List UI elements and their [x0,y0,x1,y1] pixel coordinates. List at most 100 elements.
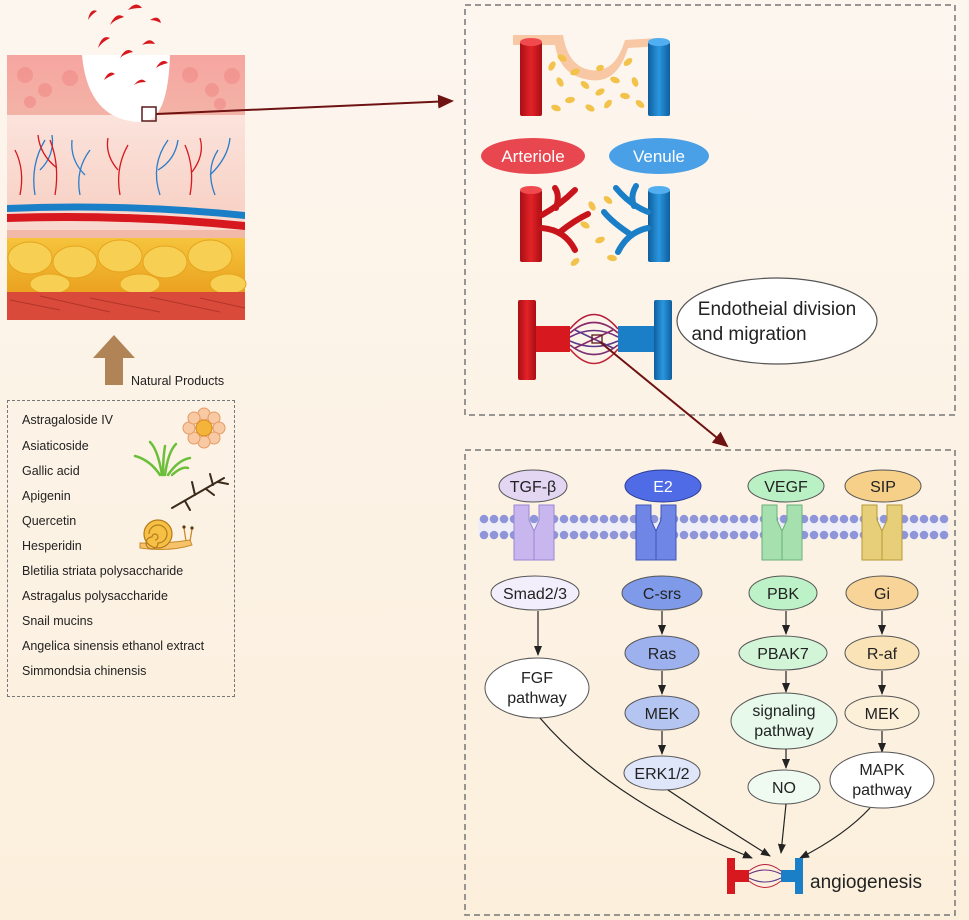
node-no [747,769,821,805]
membrane-bead [839,530,849,540]
membrane-bead [829,514,839,524]
node-fgf [484,657,590,719]
node-pbak7-label: PBAK7 [757,646,809,663]
membrane-bead [479,530,489,540]
membrane-bead [849,530,859,540]
node-smad-label: Smad2/3 [503,586,567,603]
node-fgf-line1: FGF [521,670,553,687]
membrane-bead [579,530,589,540]
membrane-bead [909,514,919,524]
node-mapk [829,751,935,809]
membrane-bead [709,514,719,524]
angiogenesis-icon [727,858,803,894]
membrane-bead [739,514,749,524]
list-item: Gallic acid [22,464,80,478]
ligand-tgf: TGF-β [510,479,557,496]
membrane-bead [489,514,499,524]
arrow-no-to-angiogenesis [777,803,787,854]
node-erk [623,755,701,791]
skin-wound-illustration [7,4,247,320]
node-pbk [748,575,818,611]
list-item: Asiaticoside [22,439,89,453]
receptor-sip [861,504,903,561]
list-item: Apigenin [22,489,71,503]
membrane-bead [809,514,819,524]
venule-label-pill [609,138,709,174]
membrane-bead [609,530,619,540]
membrane-bead [819,530,829,540]
list-item: Bletilia striata polysaccharide [22,564,184,578]
arrow-fgf-to-angiogenesis [539,717,753,859]
receptor-vegf [761,504,803,561]
node-gi [845,575,919,611]
membrane-bead [529,514,539,524]
arteriole-label: Arteriole [501,147,564,166]
node-mapk-line1: MAPK [859,762,905,779]
node-pbk-label: PBK [767,586,799,603]
membrane-bead [849,514,859,524]
membrane-bead [689,530,699,540]
list-item: Snail mucins [22,614,93,628]
vessel-wound-illustration [513,35,670,116]
node-ras [624,635,700,671]
endothelial-label-line2: and migration [691,324,806,345]
membrane-bead [599,530,609,540]
node-signaling [730,692,838,750]
list-item: Hesperidin [22,539,82,553]
sprouting-vessels-illustration [520,183,670,266]
membrane-bead [589,514,599,524]
membrane-bead [919,514,929,524]
membrane-bead [699,530,709,540]
membrane-bead [589,530,599,540]
membrane-bead [829,530,839,540]
ligand-vegf: VEGF [764,479,808,496]
membrane-bead [499,530,509,540]
venule-label: Venule [633,147,685,166]
membrane-bead [819,514,829,524]
membrane-bead [909,530,919,540]
membrane-bead [679,514,689,524]
node-csrs-label: C-srs [643,586,681,603]
capillary-network-illustration [518,300,672,380]
node-mek-e2 [624,695,700,731]
grass-icon [133,440,192,477]
membrane-bead [939,514,949,524]
node-pbak7 [738,635,828,671]
node-smad [490,575,580,611]
membrane-bead [569,514,579,524]
membrane-bead [559,514,569,524]
node-signaling-line2: pathway [754,723,814,740]
arteriole-label-pill [481,138,585,174]
membrane-bead [569,530,579,540]
membrane-bead [919,530,929,540]
membrane-bead [579,514,589,524]
receptor-tgf [513,504,555,561]
signaling-panel [464,449,956,916]
membrane-bead [719,514,729,524]
membrane-bead [559,530,569,540]
angiogenesis-label: angiogenesis [810,872,922,893]
ligand-tgf-pill [498,469,568,503]
arrow-mapk-to-angiogenesis [799,807,871,859]
membrane-bead [729,530,739,540]
membrane-bead [749,514,759,524]
natural-products-title: Natural Products [131,374,225,388]
node-mek-sip-label: MEK [865,706,900,723]
ligand-vegf-pill [747,469,825,503]
zoom-arrow-top [155,94,454,115]
membrane-bead [939,530,949,540]
node-no-label: NO [772,780,796,797]
ligand-e2: E2 [653,479,673,496]
endothelial-label-line1: Endotheial division [698,299,856,320]
ligand-sip: SIP [870,479,896,496]
node-mek-e2-label: MEK [645,706,680,723]
list-item: Astragalus polysaccharide [22,589,168,603]
list-item: Astragaloside IV [22,413,114,427]
membrane-bead [489,530,499,540]
node-signaling-line1: signaling [752,703,815,720]
twig-icon [171,473,229,511]
vessel-panel [464,4,956,416]
arrow-erk-to-angiogenesis [667,789,771,857]
membrane-bead [739,530,749,540]
